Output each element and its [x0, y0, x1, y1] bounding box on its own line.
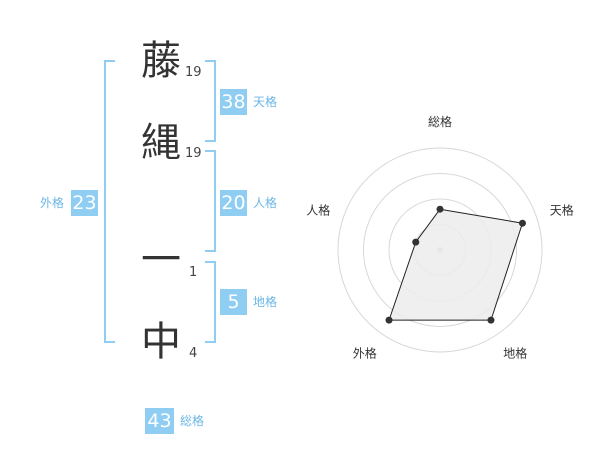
name-char-1: 藤 [141, 38, 181, 84]
radar-point-5 [412, 238, 420, 246]
chikaku-bracket [205, 261, 216, 343]
radar-axis-label-1: 総格 [428, 114, 452, 129]
name-char-2: 縄 [141, 120, 181, 166]
gaikaku-label: 外格 [40, 196, 65, 210]
name-char-3: 一 [141, 237, 181, 283]
tenkaku-label: 天格 [253, 95, 278, 109]
radar-axis-label-5: 人格 [306, 202, 330, 217]
radar-point-3 [487, 316, 495, 324]
stroke-count-1: 19 [185, 65, 202, 80]
soukaku-label: 総格 [180, 414, 205, 428]
gaikaku-value: 23 [71, 190, 98, 216]
gaikaku-bracket [104, 60, 115, 343]
radar-ring-4 [337, 147, 543, 353]
jinkaku-label: 人格 [253, 196, 278, 210]
jinkaku-bracket [205, 150, 216, 252]
chikaku-label: 地格 [253, 295, 278, 309]
radar-ring-3 [363, 173, 517, 327]
tenkaku-value: 38 [220, 89, 247, 115]
jinkaku-value: 20 [220, 190, 247, 216]
stroke-count-2: 19 [185, 146, 202, 161]
soukaku-value: 43 [145, 408, 174, 434]
radar-axis-label-3: 地格 [503, 346, 527, 361]
name-char-4: 中 [141, 319, 181, 365]
radar-axis-label-4: 外格 [353, 346, 377, 361]
radar-point-2 [518, 219, 526, 227]
radar-point-1 [436, 205, 444, 213]
stroke-count-3: 1 [189, 265, 198, 280]
stroke-count-4: 4 [189, 346, 198, 361]
radar-axis-label-2: 天格 [550, 202, 574, 217]
chikaku-value: 5 [220, 289, 247, 315]
radar-point-4 [385, 316, 393, 324]
radar-polygon [388, 208, 524, 321]
tenkaku-bracket [205, 60, 216, 142]
